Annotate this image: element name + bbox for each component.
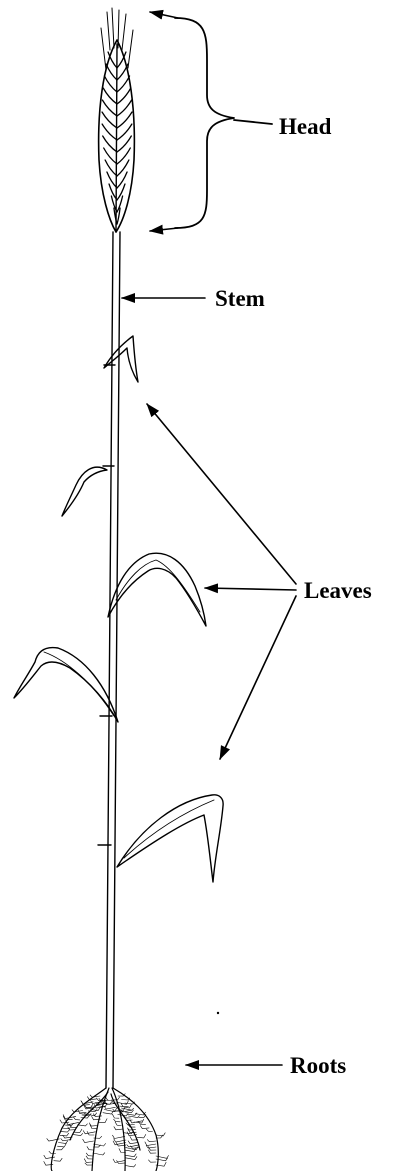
root-hair [115,1122,121,1126]
root-hair [145,1142,156,1146]
root-hair [57,1147,64,1149]
root-hair [87,1147,93,1150]
head-rachis [116,44,117,232]
root-hair [58,1141,67,1144]
root-hair [113,1159,125,1162]
root-hair [126,1123,135,1125]
root-hair [125,1157,136,1160]
label-roots: Roots [290,1053,346,1078]
root-hair [54,1158,62,1161]
root-hairs [44,1094,169,1167]
root-hair [120,1105,132,1109]
root-hair [83,1131,95,1134]
leaf-1 [104,336,138,382]
head-brace [175,18,234,228]
label-head-group: Head [150,12,332,231]
root-hair [146,1146,156,1149]
root-hair [125,1165,136,1167]
leaf-4 [14,648,118,722]
head-arrow-top [150,12,178,18]
label-head: Head [279,114,332,139]
root-hair [114,1127,123,1130]
root-hair [73,1133,82,1135]
leaves-arrow-3 [220,596,296,759]
leaves-arrow-1 [147,404,296,584]
root-hair [146,1129,152,1131]
root-hair [103,1111,114,1114]
leaf-3 [108,553,206,626]
root-hair [86,1153,92,1156]
root-hair [61,1130,69,1132]
label-leaves-group: Leaves [147,404,372,759]
label-roots-group: Roots [186,1053,346,1078]
root-hair [140,1126,149,1129]
label-stem-group: Stem [122,286,265,311]
root-hair [114,1119,121,1122]
root-hair [49,1151,56,1153]
label-leaves: Leaves [304,578,372,603]
root-hair [137,1134,146,1138]
head-connector [234,120,272,124]
speck [217,1012,219,1014]
leaf-5-vein [124,800,214,858]
root-hair [78,1109,87,1113]
root-hair [126,1154,137,1157]
root-hair [86,1156,92,1159]
leaves-arrow-2 [205,588,296,590]
root-hair [84,1159,92,1163]
root-hair [73,1117,79,1120]
root-hair [93,1153,105,1155]
root-hair [104,1106,115,1109]
root-hair [147,1140,156,1142]
root-hair [113,1135,125,1138]
root-hair [129,1116,140,1118]
root-hair [60,1133,68,1136]
label-stem: Stem [215,286,265,311]
root-hair [83,1139,94,1142]
root-hair [156,1133,165,1136]
root-hair [58,1143,67,1147]
leaf-5 [117,795,223,882]
root-hair [127,1145,139,1147]
root-hair [85,1163,92,1165]
head-arrow-bottom [150,228,178,231]
leaf-2 [62,467,107,516]
root-hair [85,1105,95,1108]
root-hair [134,1119,144,1123]
wheat-head [99,8,135,232]
root-hair [87,1131,94,1135]
root-hair [128,1141,138,1144]
root-hair [61,1139,71,1141]
root-hair [149,1160,157,1162]
